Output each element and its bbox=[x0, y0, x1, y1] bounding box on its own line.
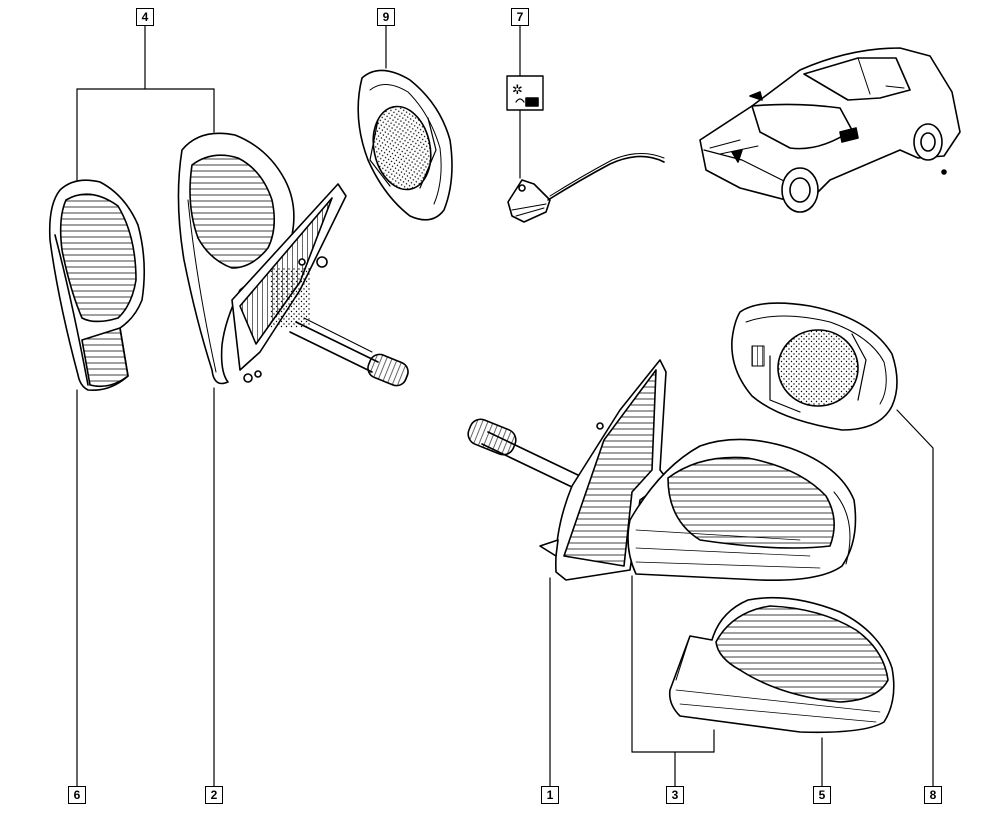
wiring-connector-7: ✲ bbox=[506, 75, 665, 223]
svg-text:✲: ✲ bbox=[512, 83, 523, 98]
callout-3: 3 bbox=[666, 786, 684, 804]
callout-9: 9 bbox=[377, 8, 395, 26]
mirror-glass-9 bbox=[357, 69, 453, 221]
callout-1: 1 bbox=[541, 786, 559, 804]
mirror-assembly-right bbox=[467, 359, 857, 582]
mirror-cover-right bbox=[668, 596, 895, 734]
callout-7: 7 bbox=[511, 8, 529, 26]
callout-4: 4 bbox=[136, 8, 154, 26]
callout-8: 8 bbox=[924, 786, 942, 804]
callout-6: 6 bbox=[68, 786, 86, 804]
car-illustration bbox=[699, 47, 961, 213]
callout-5: 5 bbox=[813, 786, 831, 804]
mirror-glass-8 bbox=[731, 302, 898, 431]
mirror-cover-left bbox=[48, 179, 146, 392]
callout-2: 2 bbox=[205, 786, 223, 804]
mirror-assembly-left bbox=[177, 132, 409, 387]
leader-lines bbox=[76, 25, 934, 787]
